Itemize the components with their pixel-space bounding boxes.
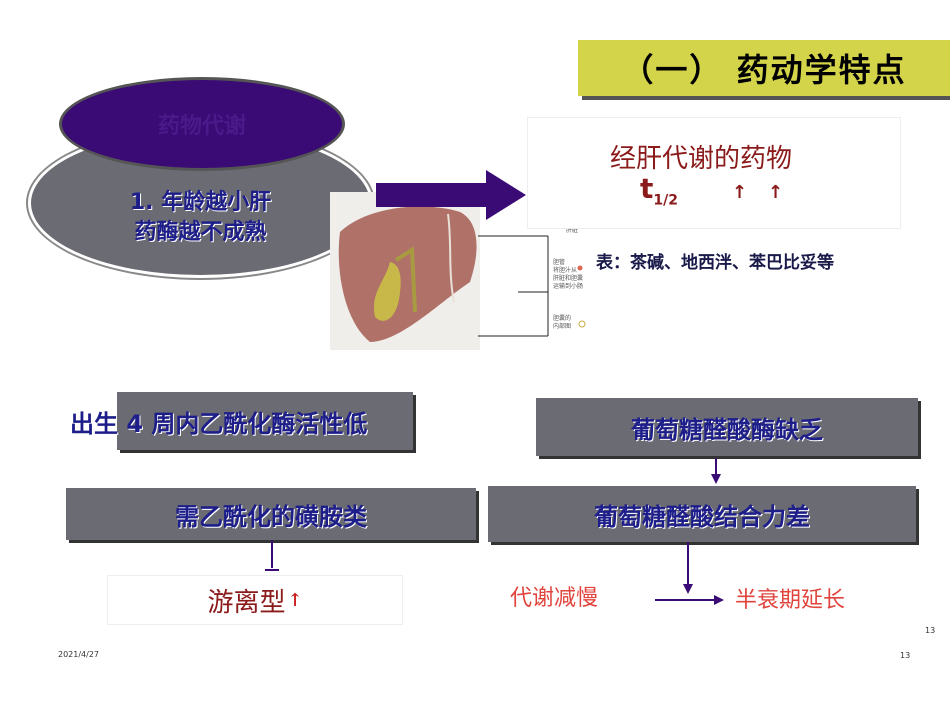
acetylase-box: [117, 392, 413, 450]
liver-drugs-box: [528, 118, 900, 228]
liver-label-6: 内部图: [553, 322, 571, 330]
example-drugs: 表：茶碱、地西泮、苯巴比妥等: [596, 253, 834, 273]
age-line1: 1. 年龄越小肝: [129, 190, 272, 215]
magnifier-icon: [578, 320, 586, 328]
metabolism-slowed: 代谢减慢: [510, 586, 599, 611]
liver-label-5: 胆囊的: [553, 314, 571, 322]
acetylase-text: 出生 4 周内乙酰化酶活性低: [70, 410, 368, 438]
down-arrow-icon-left: [265, 540, 279, 571]
half-life-t: t: [640, 172, 654, 205]
liver-label-4: 运输到小肠: [553, 282, 583, 290]
liver-illustration: [338, 206, 477, 342]
sulfonamide-box: 需乙酰化的磺胺类: [66, 488, 476, 540]
liver-callouts: 肝脏 胆管 将胆汁从 肝脏和胆囊 运输到小肠 胆囊的 内部图: [478, 226, 586, 337]
age-line2: 药酶越不成熟: [134, 220, 267, 245]
liver-image: [330, 192, 480, 350]
glucuronide-binding-box: 葡萄糖醛酸结合力差: [488, 486, 916, 542]
right-arrow-icon: [376, 170, 526, 220]
down-arrow-icon-right-1: [711, 458, 721, 484]
free-form-label: 游离型: [207, 587, 286, 618]
page-number-bottom: 13: [900, 651, 911, 660]
free-form-up-icon: ↑: [287, 589, 303, 611]
liver-label-0: 肝脏: [566, 226, 578, 234]
up-arrow-icon-2: ↑: [768, 182, 784, 203]
liver-drugs-title: 经肝代谢的药物: [610, 144, 793, 174]
liver-label-2: 将胆汁从: [553, 266, 577, 274]
drug-metabolism-ellipse: 药物代谢: [62, 80, 342, 168]
liver-label-3: 肝脏和胆囊: [553, 274, 583, 282]
flow-arrows-icon: [655, 542, 724, 605]
free-form-result: 游离型↑: [108, 576, 402, 624]
liver-label-1: 胆管: [553, 258, 565, 266]
half-life-sub: 1/2: [653, 192, 678, 209]
half-life-extended: 半衰期延长: [735, 588, 846, 613]
page-number-top: 13: [925, 626, 936, 635]
glucuronidase-box: 葡萄糖醛酸酶缺乏: [536, 398, 918, 456]
half-life-label: t1/2: [640, 172, 678, 209]
up-arrow-icon-1: ↑: [732, 182, 748, 203]
drug-metabolism-label: 药物代谢: [157, 114, 246, 139]
footer-date: 2021/4/27: [58, 650, 100, 659]
speaker-icon: [577, 265, 583, 271]
slide-title: （一） 药动学特点: [578, 40, 950, 96]
